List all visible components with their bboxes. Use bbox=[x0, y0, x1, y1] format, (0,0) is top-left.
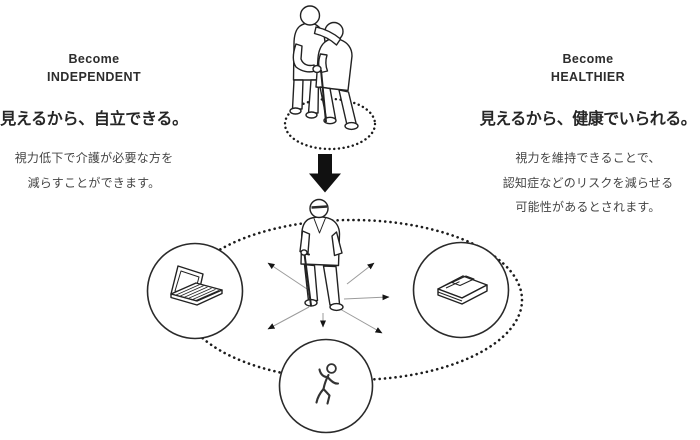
healthier-heading: 見えるから、健康でいられる。 bbox=[479, 111, 697, 128]
radiating-arrows bbox=[267, 262, 390, 334]
description-line-2: 認知症などのリスクを減らせる bbox=[502, 175, 674, 190]
before-scene bbox=[283, 5, 377, 151]
healthier-eyebrow: Become HEALTHIER bbox=[476, 50, 700, 86]
eyebrow-line-1: Become bbox=[68, 52, 120, 66]
eyebrow-line-1: Become bbox=[562, 52, 614, 66]
eyebrow-line-2: HEALTHIER bbox=[550, 70, 626, 84]
caregiver-assisting-elderly-icon bbox=[289, 5, 359, 131]
description-line-3: 可能性があるとされます。 bbox=[515, 200, 661, 214]
eyebrow-line-2: INDEPENDENT bbox=[47, 70, 141, 84]
arrow-right bbox=[343, 294, 390, 301]
walking-person-icon bbox=[315, 363, 340, 405]
description-line-1: 視力を維持できることで、 bbox=[515, 151, 661, 165]
independent-eyebrow: Become INDEPENDENT bbox=[0, 50, 188, 86]
independent-text-block: Become INDEPENDENT 見えるから、自立できる。 視力低下で介護が… bbox=[0, 50, 188, 195]
elderly-person-with-cane-icon bbox=[299, 198, 344, 312]
description-line-1: 視力低下で介護が必要な方を bbox=[14, 151, 174, 165]
arrow-upper-right bbox=[346, 262, 375, 285]
book-icon bbox=[437, 275, 488, 305]
down-arrow-icon bbox=[309, 154, 341, 193]
arrow-upper-left bbox=[267, 262, 308, 290]
after-scene bbox=[146, 198, 524, 434]
walking-node-circle bbox=[278, 338, 374, 434]
arrow-lower-right bbox=[339, 308, 383, 334]
healthier-text-block: Become HEALTHIER 見えるから、健康でいられる。 視力を維持できる… bbox=[476, 50, 700, 220]
arrow-lower-left bbox=[267, 306, 310, 330]
cane bbox=[320, 69, 327, 123]
laptop-icon bbox=[170, 265, 223, 306]
standing-area-dotted-ellipse bbox=[283, 97, 377, 151]
healthier-description: 視力を維持できることで、 認知症などのリスクを減らせる 可能性があるとされます。 bbox=[476, 146, 700, 220]
independent-description: 視力低下で介護が必要な方を 減らすことができます。 bbox=[0, 146, 188, 195]
description-line-2: 減らすことができます。 bbox=[27, 175, 161, 190]
independent-heading: 見えるから、自立できる。 bbox=[0, 111, 188, 128]
